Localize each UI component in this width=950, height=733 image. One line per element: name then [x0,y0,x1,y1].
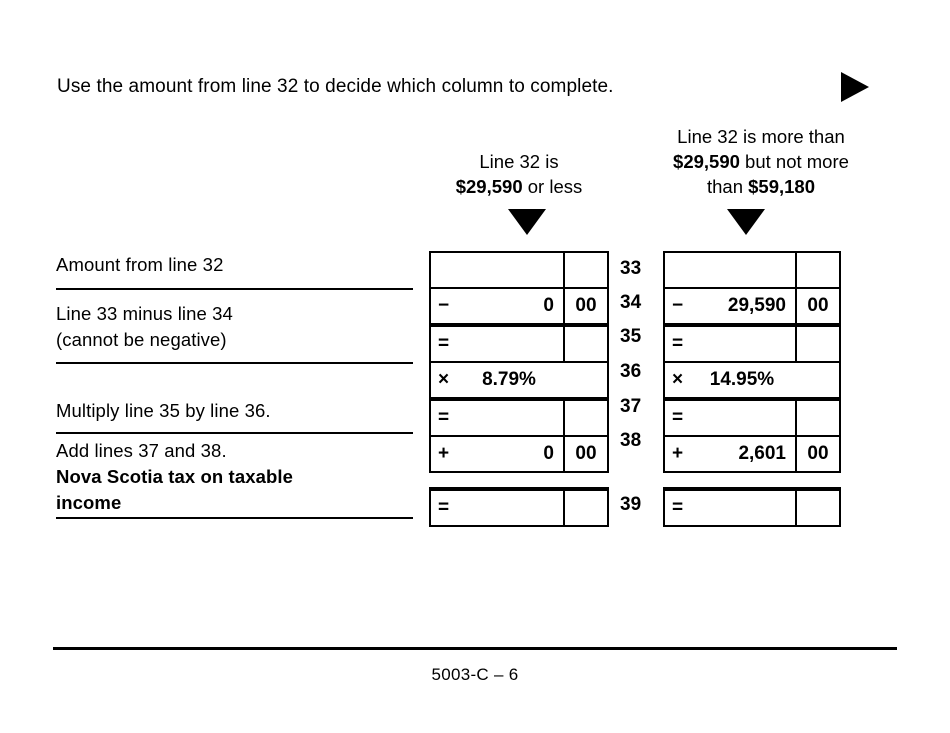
operator-multiply-36-b: × [672,369,684,390]
line-number-36: 36 [620,361,642,382]
operator-multiply-36-a: × [438,369,450,390]
column-b-entry-grid: − 29,590 00 = × 14.95% = +2,601 00 [663,251,841,473]
label-line-39-bold1: Nova Scotia tax on taxable [56,466,294,487]
table-row-33-col-b [663,251,841,289]
line-number-34: 34 [620,292,642,313]
cell-38-a-cents[interactable]: 00 [563,435,609,473]
operator-plus-38-b: + [672,443,684,464]
cell-37-a-amount[interactable]: = [429,397,565,437]
table-row-34-col-b: − 29,590 00 [663,287,841,326]
cell-38-a-amount[interactable]: +0 [429,435,565,473]
label-line-39: Add lines 37 and 38. Nova Scotia tax on … [56,438,293,516]
cell-33-a-cents[interactable] [563,251,609,289]
operator-equals-39-a: = [438,497,450,518]
column-a-entry-grid: −0 00 = ×8.79% = +0 00 [429,251,609,473]
label-line-35-text2: (cannot be negative) [56,329,227,350]
table-row-35-col-a: = [429,323,609,363]
cell-37-b-amount[interactable]: = [663,397,797,437]
table-row-38-col-b: +2,601 00 [663,435,841,473]
label-line-33: Amount from line 32 [56,254,224,275]
cell-33-b-amount[interactable] [663,251,797,289]
cell-34-b-amount[interactable]: − 29,590 [663,287,797,326]
cell-33-a-amount[interactable] [429,251,565,289]
cell-34-a-amount[interactable]: −0 [429,287,565,326]
table-row-39-col-b: = [663,487,841,527]
column-b-header-line3-rest: than [706,176,749,197]
column-b-total-grid: = [663,487,841,527]
cell-35-b-cents[interactable] [795,323,841,363]
label-line-35: Line 33 minus line 34 (cannot be negativ… [56,301,233,353]
cell-37-a-cents[interactable] [563,397,609,437]
table-row-37-col-b: = [663,397,841,437]
operator-equals-39-b: = [672,497,684,518]
cell-35-a-cents[interactable] [563,323,609,363]
cell-38-b-amount[interactable]: +2,601 [663,435,797,473]
line-number-35: 35 [620,326,642,347]
label-line-35-text1: Line 33 minus line 34 [56,303,233,324]
footer-form-code: 5003-C – 6 [431,665,519,684]
label-rule-35 [56,362,413,364]
cell-36-b-rate: × 14.95% [663,361,841,400]
table-row-33-col-a [429,251,609,289]
line-number-39: 39 [620,494,642,515]
intro-instruction: Use the amount from line 32 to decide wh… [57,76,614,97]
cell-39-b-amount[interactable]: = [663,487,797,527]
operator-minus-34-b: − [672,295,684,316]
operator-equals-35-a: = [438,333,450,354]
label-rule-33 [56,288,413,290]
right-triangle-icon [841,72,869,102]
cell-38-b-amount-value: 2,601 [738,443,786,464]
column-a-header-line1: Line 32 is [479,151,559,172]
cell-36-a-rate: × 8.79% [429,361,609,400]
cell-34-a-cents[interactable]: 00 [563,287,609,326]
column-b-header-lower-threshold: $29,590 [673,151,740,172]
line-number-38: 38 [620,430,642,451]
cell-35-a-amount[interactable]: = [429,323,565,363]
column-a-header: Line 32 is $29,590 or less [409,149,629,199]
cell-39-b-cents[interactable] [795,487,841,527]
line-number-37: 37 [620,396,642,417]
table-row-36-col-a: × 8.79% [429,361,609,400]
table-row-39-col-a: = [429,487,609,527]
table-row-35-col-b: = [663,323,841,363]
operator-plus-38-a: + [438,443,450,464]
label-line-39-bold2: income [56,492,122,513]
operator-equals-37-a: = [438,407,450,428]
operator-equals-37-b: = [672,407,684,428]
column-b-header-upper-threshold: $59,180 [748,176,816,197]
column-b-header-line1: Line 32 is more than [677,126,845,147]
line-number-33: 33 [620,258,642,279]
cell-38-b-cents[interactable]: 00 [795,435,841,473]
cell-36-b-rate-value: 14.95% [709,369,775,390]
table-row-36-col-b: × 14.95% [663,361,841,400]
column-a-header-line2-rest: or less [522,176,583,197]
label-rule-39 [56,517,413,519]
cell-34-b-cents[interactable]: 00 [795,287,841,326]
table-row-37-col-a: = [429,397,609,437]
cell-36-a-rate-value: 8.79% [482,369,536,390]
operator-minus-34-a: − [438,295,450,316]
label-line-37: Multiply line 35 by line 36. [56,400,271,421]
table-row-38-col-a: +0 00 [429,435,609,473]
cell-38-a-amount-value: 0 [543,443,554,464]
down-triangle-icon-column-a [508,209,546,235]
column-a-total-grid: = [429,487,609,527]
column-a-header-threshold: $29,590 [455,176,523,197]
column-b-header: Line 32 is more than $29,590 but not mor… [633,124,889,199]
label-rule-37 [56,432,413,434]
cell-35-b-amount[interactable]: = [663,323,797,363]
label-line-39-text1: Add lines 37 and 38. [56,440,227,461]
cell-33-b-cents[interactable] [795,251,841,289]
down-triangle-icon-column-b [727,209,765,235]
cell-39-a-amount[interactable]: = [429,487,565,527]
footer-divider [53,647,897,650]
operator-equals-35-b: = [672,333,684,354]
table-row-34-col-a: −0 00 [429,287,609,326]
cell-37-b-cents[interactable] [795,397,841,437]
column-b-header-line2-rest: but not more [739,151,849,172]
cell-34-a-amount-value: 0 [543,295,554,316]
cell-39-a-cents[interactable] [563,487,609,527]
cell-34-b-amount-value: 29,590 [727,295,786,316]
